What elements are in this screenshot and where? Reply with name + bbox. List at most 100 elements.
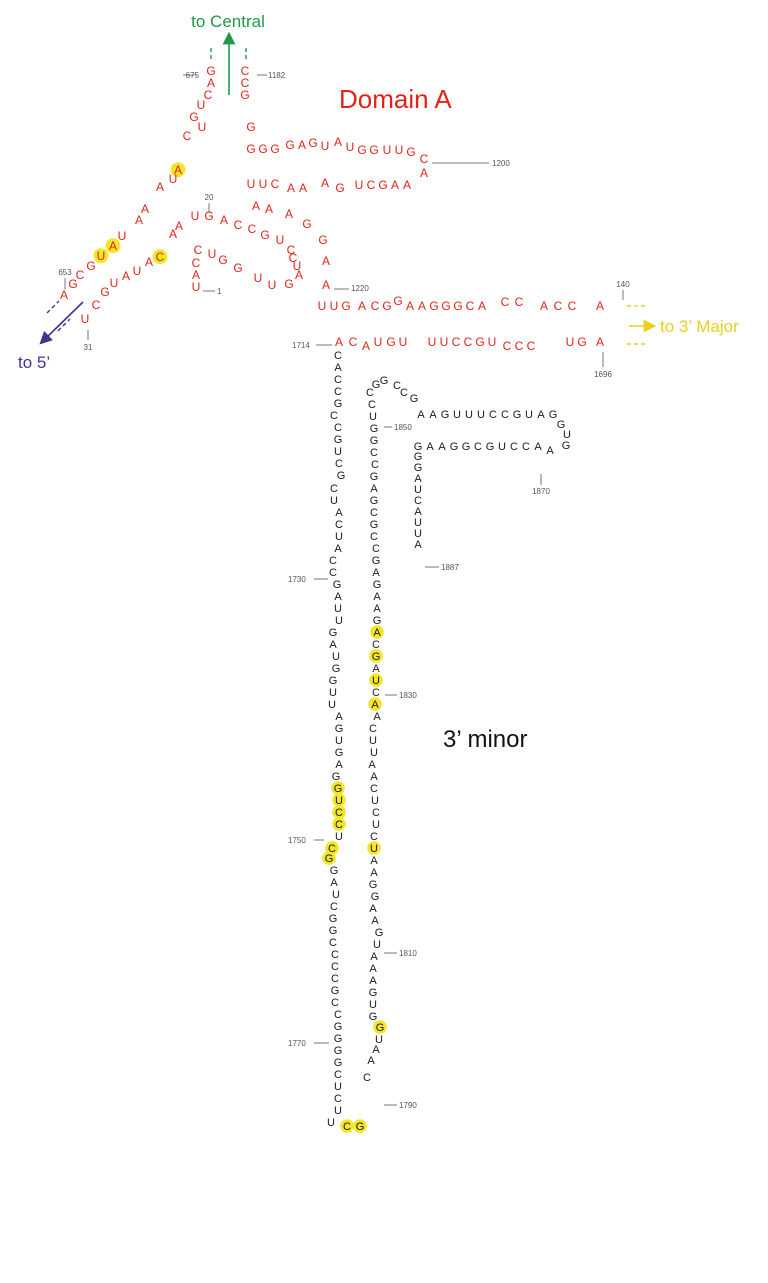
nt-right_stem-10: A [370,951,378,963]
nt-left_stem-21: U [334,603,342,615]
position-number-1887: 1887 [441,563,459,572]
nt-s2-0: G [246,142,255,156]
highlight-left_stem-36 [331,781,345,795]
nt-right_stem-13: A [371,915,379,927]
nt-right_stem-62: G [410,393,419,405]
nt-hairpin_top-26: G [414,441,423,453]
nt-loop-0: U [327,1117,335,1129]
nt-s11-7: U [440,335,449,349]
nt-s1_top_left-6: C [183,129,192,143]
nt-left_stem-31: G [335,723,344,735]
position-number-140: 140 [616,280,630,289]
nt-right_stem-33: U [372,675,380,687]
nt-s5-2: U [191,209,200,223]
nt-left_stem-43: G [330,865,339,877]
nt-s3-1: U [259,177,268,191]
highlight-right_stem-33 [369,673,383,687]
domain-title: Domain A [339,84,452,114]
nt-right_stem-5: G [369,1011,378,1023]
nt-s1_top_right-2: G [240,88,249,102]
nt-right_stem-49: A [370,483,378,495]
arrow-to-3-major[interactable]: to 3’ Major [629,317,739,336]
nt-right_stem-48: G [370,495,379,507]
nt-s1_top_left-2: C [204,88,213,102]
to-3-major-label: to 3’ Major [660,317,739,336]
nt-left_stem-16: A [334,543,342,555]
nt-s1_top_right-1: C [241,76,250,90]
position-number-1714: 1714 [292,341,310,350]
position-number-20: 20 [205,193,214,202]
nt-right_stem-57: C [366,387,374,399]
nt-left_stem-47: G [329,913,338,925]
nt-hairpin_top-13: U [563,429,571,441]
nt-right_stem-46: G [370,519,379,531]
nt-s3-7: U [355,178,364,192]
nt-s3-4: A [299,181,307,195]
nt-left_stem-62: C [334,1093,342,1105]
nt-right_stem-42: A [372,567,380,579]
position-number-1770: 1770 [288,1039,306,1048]
nt-left_stem-28: U [329,687,337,699]
nt-left_stem-50: C [331,949,339,961]
nt-s5-10: C [289,251,298,265]
nt-left_stem-11: C [330,483,338,495]
nt-s4-5: A [322,254,330,268]
arrow-to-central[interactable]: to Central [191,12,265,95]
nt-right_stem-40: A [373,591,381,603]
nt-tail-5: U [414,517,422,529]
nt-s3-10: A [391,178,399,192]
nt-left_stem-44: A [330,877,338,889]
nt-s4-3: G [302,217,311,231]
nt-left_stem-37: U [335,795,343,807]
nt-s2-11: U [383,143,392,157]
nt-loop-1: C [343,1121,351,1133]
nt-s11-13: C [515,339,524,353]
nt-left_stem-58: G [334,1045,343,1057]
nt-s9-5: G [100,285,109,299]
nt-tail-3: C [414,495,422,507]
arrow-to-5[interactable]: to 5’ [18,301,84,372]
nt-hairpin_top-1: A [429,409,437,421]
nt-s11-10: G [475,335,484,349]
nt-s3-6: G [335,181,344,195]
nt-s8-0: A [174,163,182,177]
nt-s2-2: G [270,142,279,156]
nt-hairpin_top-3: U [453,409,461,421]
nt-right_stem-26: A [368,759,376,771]
nt-right_stem-38: G [373,615,382,627]
position-number-1850: 1850 [394,423,412,432]
nt-right_stem-1: A [367,1055,375,1067]
highlight-left_stem-37 [332,793,346,807]
nt-s10-8: A [418,299,426,313]
nt-s6-3: G [233,261,242,275]
nt-right_stem-29: C [369,723,377,735]
highlight-right_stem-35 [369,649,383,663]
position-number-653: 653 [58,268,72,277]
nt-left_stem-27: G [329,675,338,687]
highlight-s8-7 [93,248,109,264]
nt-s3-8: C [367,178,376,192]
nt-s7-1: A [192,268,200,282]
nt-s5-1: A [175,219,183,233]
nt-left_stem-26: G [332,663,341,675]
nt-s1_top_left-4: G [189,110,198,124]
nt-s11-3: U [374,335,383,349]
nt-right_stem-3: U [375,1034,383,1046]
nt-right_stem-30: A [373,711,381,723]
nt-hairpin_top-12: G [557,419,566,431]
position-number-1200: 1200 [492,159,510,168]
nt-s5-7: G [260,228,269,242]
nt-s11-6: U [428,335,437,349]
nt-right_stem-44: C [372,543,380,555]
nt-s7-0: C [192,256,201,270]
nt-s4-4: G [318,233,327,247]
nt-left_stem-30: A [335,711,343,723]
nt-right_stem-51: C [371,459,379,471]
nt-hairpin_top-27: G [414,451,423,463]
nt-loop-2: G [356,1121,365,1133]
nt-s2-14: C [420,152,429,166]
position-number-31: 31 [84,343,93,352]
nt-s11-0: A [335,335,343,349]
nt-s2-5: G [308,136,317,150]
